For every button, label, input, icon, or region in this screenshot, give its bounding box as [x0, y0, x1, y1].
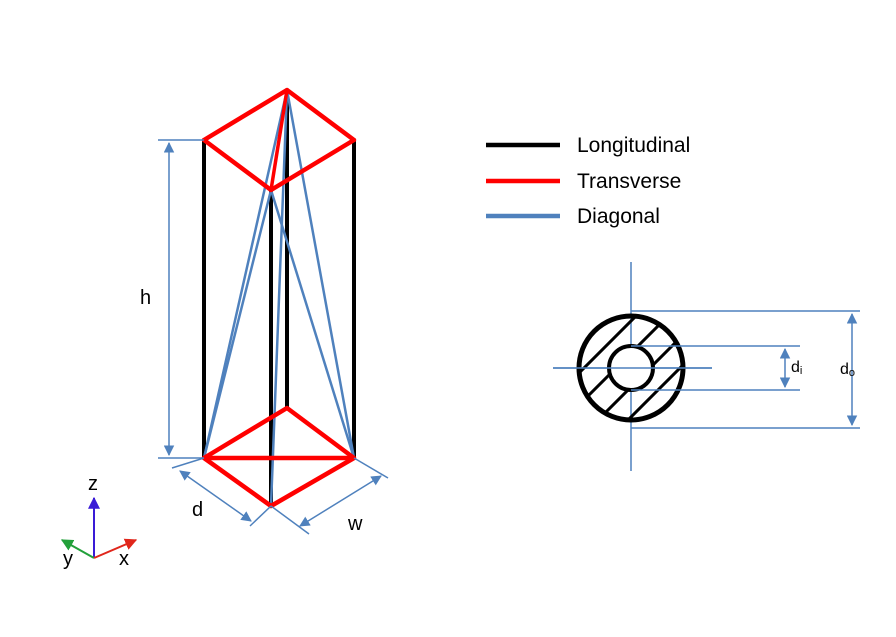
legend-item-transverse: Transverse [486, 170, 681, 193]
label-h: h [140, 287, 151, 309]
longitudinal-members [202, 88, 356, 508]
label-di: di [791, 359, 802, 377]
axis-x-arrow [93, 538, 138, 559]
diagonal-5 [269, 188, 356, 460]
axis-y-label: y [63, 548, 73, 570]
dimension-d [171, 457, 272, 527]
diagonal-1 [202, 88, 289, 460]
top-brace [269, 89, 289, 191]
dimension-do [631, 310, 860, 429]
label-d: d [192, 499, 203, 521]
axis-z-label: z [88, 473, 98, 495]
legend-item-longitudinal: Longitudinal [486, 134, 690, 157]
diagonal-2 [285, 88, 356, 460]
axis-y-arrow [60, 539, 95, 559]
diagonal-4 [202, 188, 273, 460]
dimension-h [158, 139, 204, 459]
label-do: do [840, 361, 855, 379]
diagonal-members [202, 88, 356, 508]
label-w: w [347, 513, 363, 535]
legend: Longitudinal Transverse Diagonal [486, 134, 690, 228]
legend-item-diagonal: Diagonal [486, 205, 660, 228]
svg-text:Diagonal: Diagonal [577, 205, 660, 228]
dimension-w [270, 457, 389, 535]
axis-x-label: x [119, 548, 129, 570]
tube-cross-section: di do [553, 262, 860, 471]
svg-text:Transverse: Transverse [577, 170, 681, 193]
coordinate-axes: z y x [60, 473, 138, 570]
truss-column: h d w [140, 87, 389, 535]
dimension-di [631, 345, 800, 391]
svg-text:Longitudinal: Longitudinal [577, 134, 690, 157]
diagonal-3 [269, 88, 289, 508]
